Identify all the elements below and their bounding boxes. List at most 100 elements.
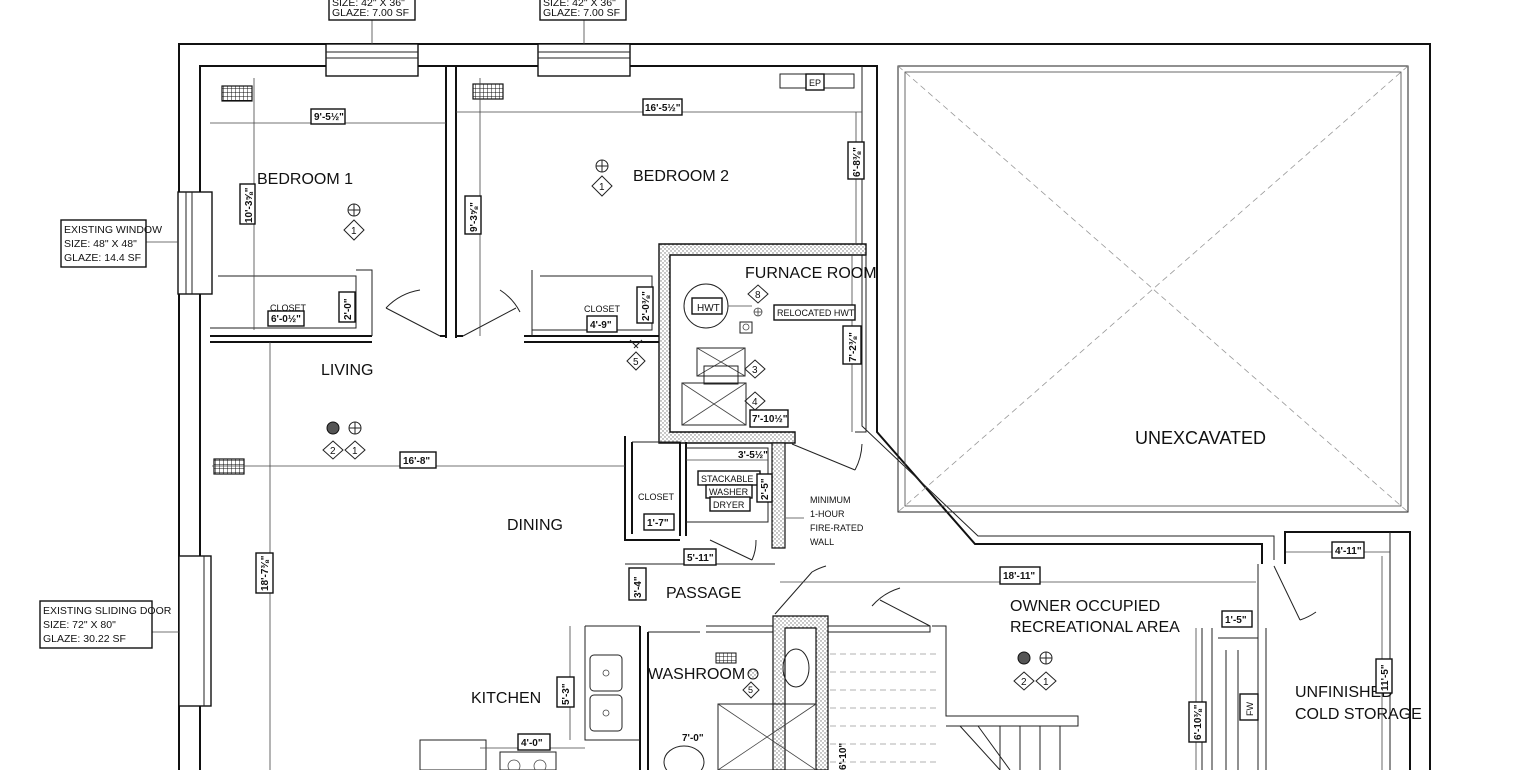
window-note-line1: SIZE: 42" X 36" [543, 0, 616, 9]
dim-closet3-w: 1'-7" [647, 518, 669, 529]
washroom-walls [639, 615, 1079, 770]
sliding-door-line3: GLAZE: 30.22 SF [43, 633, 126, 645]
kitchen-fixtures [419, 625, 640, 770]
vent-icon [472, 83, 504, 100]
dimension-tags: 9'-5½" 16'-5½" 10'-3⅝" 9'-3⅝" 6'-8⅜" 6'-… [239, 98, 1393, 770]
ceiling-light-icon [347, 203, 361, 217]
dim-cold-small: 1'-5" [1225, 615, 1247, 626]
existing-window-line2: SIZE: 48" X 48" [64, 238, 137, 250]
exhaust-fan-icon [747, 668, 759, 680]
dim-furnace-w: 7'-10½" [752, 414, 788, 425]
cold-storage-walls [1201, 532, 1391, 770]
tag-number: 1 [351, 226, 357, 237]
closet-label: CLOSET [638, 492, 675, 502]
tag-number: 3 [752, 365, 758, 376]
dim-living-h: 18'-7⅜" [260, 555, 271, 591]
fire-wall-note-4: WALL [810, 537, 834, 547]
room-label-rec-line1: OWNER OCCUPIED [1010, 598, 1160, 615]
window-note-line2: GLAZE: 7.00 SF [543, 7, 620, 19]
dim-bed1-height: 10'-3⅝" [244, 187, 255, 223]
dim-washroom-w: 7'-0" [682, 733, 704, 744]
fw-label: FW [1245, 702, 1255, 716]
vent-icon [213, 458, 245, 475]
dim-passage-h: 3'-4" [633, 576, 644, 598]
room-label-kitchen: KITCHEN [471, 690, 541, 707]
tag-number: 2 [1021, 677, 1027, 688]
dim-kitchen-h: 5'-3" [561, 683, 572, 705]
dryer-label: DRYER [713, 500, 745, 510]
ep-label: EP [809, 78, 821, 88]
dim-bed2-right: 6'-8⅜" [852, 147, 863, 177]
ceiling-light-icon [1039, 651, 1053, 665]
tag-number: 8 [755, 290, 761, 301]
unexcavated-area [897, 65, 1409, 513]
vent-icon [221, 85, 253, 102]
tag-diamond-icon [626, 351, 646, 371]
room-label-washroom: WASHROOM [648, 666, 745, 683]
closet-label: CLOSET [584, 304, 621, 314]
tag-diamond-icon [744, 391, 766, 411]
tag-diamond-icon [344, 440, 366, 460]
room-label-cold-line1: UNFINISHED [1295, 684, 1393, 701]
dimension-lines [210, 78, 1390, 770]
room-label-living: LIVING [321, 362, 373, 379]
closet-label: CLOSET [270, 303, 307, 313]
dim-passage-w: 5'-11" [687, 553, 714, 564]
tag-diamond-icon [1035, 671, 1057, 691]
room-label-passage: PASSAGE [666, 585, 741, 602]
sliding-door-line1: EXISTING SLIDING DOOR [43, 605, 172, 617]
tag-number: 5 [748, 685, 753, 695]
dim-laundry-w: 3'-5½" [738, 450, 768, 461]
dim-cold-h: 11'-5" [1380, 664, 1391, 691]
ceiling-light-icon [595, 159, 609, 173]
dim-bed2-width: 16'-5½" [645, 103, 681, 114]
exterior-walls [178, 43, 1431, 770]
stair [830, 653, 1061, 770]
tag-number: 1 [1043, 677, 1049, 688]
room-label-cold-line2: COLD STORAGE [1295, 706, 1422, 723]
smoke-detector-icon [326, 421, 340, 435]
relocated-hwt-label: RELOCATED HWT [777, 308, 855, 318]
tag-diamond-icon [591, 175, 613, 197]
dim-laundry-h: 2'-5" [760, 478, 771, 500]
window-note-line1: SIZE: 42" X 36" [332, 0, 405, 9]
room-label-rec-line2: RECREATIONAL AREA [1010, 619, 1180, 636]
dim-bed2-closet-h: 2'-0⅜" [641, 291, 652, 321]
tag-diamond-icon [747, 284, 769, 304]
dim-living-w: 16'-8" [403, 456, 430, 467]
vent-icon [715, 652, 737, 664]
tag-number: 1 [599, 182, 605, 193]
room-label-unexcavated: UNEXCAVATED [1135, 428, 1266, 448]
dim-bed1-closet-h: 2'-0" [343, 298, 354, 320]
existing-window-line1: EXISTING WINDOW [64, 224, 162, 236]
tag-number: 1 [352, 446, 358, 457]
window-note-line2: GLAZE: 7.00 SF [332, 7, 409, 19]
tag-number: 4 [752, 397, 758, 408]
sliding-door-line2: SIZE: 72" X 80" [43, 619, 116, 631]
tag-number: 5 [633, 357, 639, 368]
room-label-furnace: FURNACE ROOM [745, 265, 877, 282]
tag-diamond-icon [343, 219, 365, 241]
tag-diamond-icon [744, 359, 766, 379]
room-label-bedroom1: BEDROOM 1 [257, 171, 353, 188]
dim-kitchen-w: 4'-0" [521, 738, 543, 749]
dim-washroom-h: 6'-10" [838, 743, 849, 770]
stackable-label: STACKABLE [701, 474, 753, 484]
hwt-label: HWT [697, 303, 720, 314]
tag-diamond-icon [742, 681, 760, 699]
fire-wall-note-1: MINIMUM [810, 495, 851, 505]
dim-cold-left: 6'-10⅜" [1193, 704, 1204, 740]
sprinkler-icon [629, 339, 643, 349]
windows [146, 20, 631, 707]
existing-window-line3: GLAZE: 14.4 SF [64, 252, 141, 264]
tag-diamond-icon [322, 440, 344, 460]
fire-wall-note-2: 1-HOUR [810, 509, 845, 519]
dim-bed1-width: 9'-5½" [314, 112, 344, 123]
tag-number: 2 [330, 446, 336, 457]
washer-label: WASHER [709, 487, 749, 497]
interior-walls [210, 66, 660, 343]
fire-wall-note-3: FIRE-RATED [810, 523, 864, 533]
vent-grilles [213, 83, 737, 664]
dim-cold-w: 4'-11" [1335, 546, 1362, 557]
